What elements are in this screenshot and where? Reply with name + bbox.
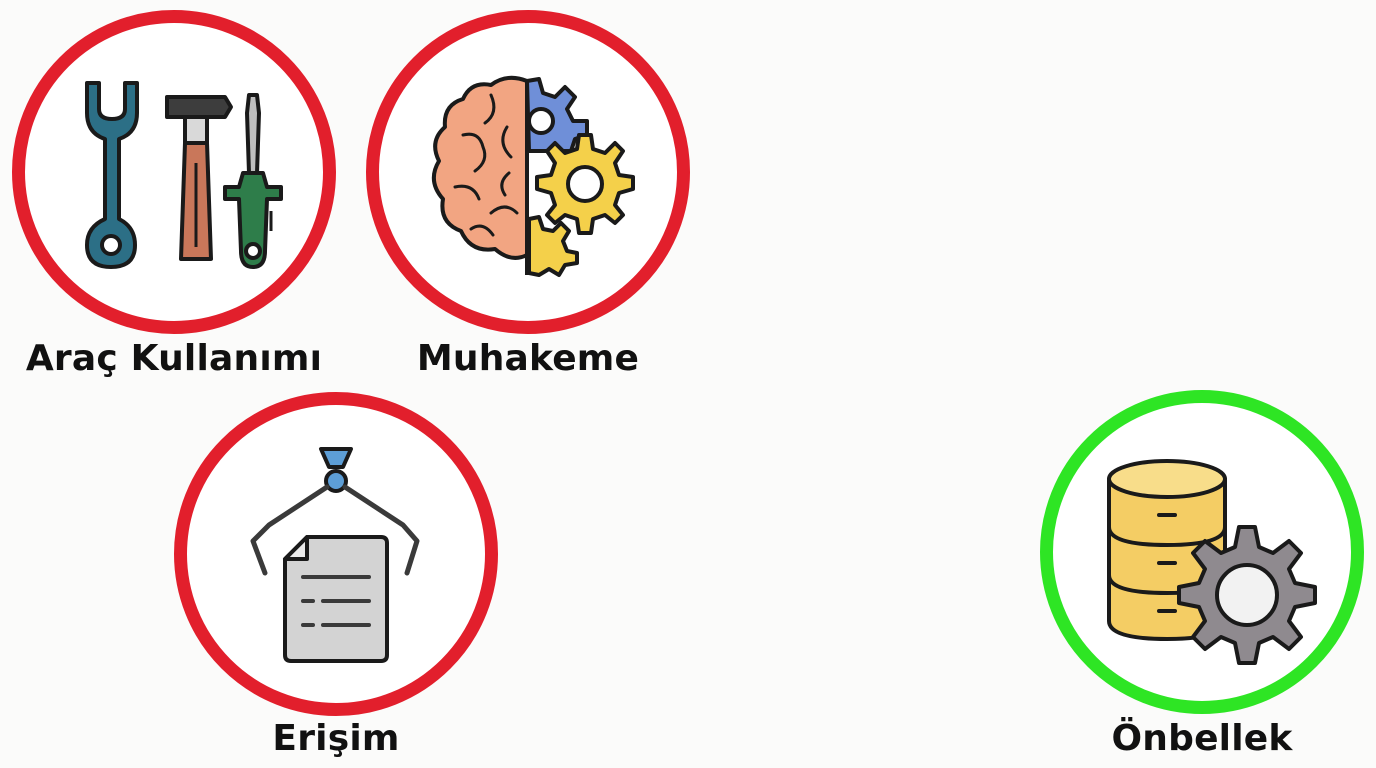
reasoning-label: Muhakeme — [416, 338, 640, 379]
cache-ring — [1040, 390, 1364, 714]
reasoning-ring — [366, 10, 690, 334]
cache-label: Önbellek — [1111, 718, 1293, 759]
brain-gears-icon — [431, 75, 635, 277]
tool-use-ring — [12, 10, 336, 334]
retrieval-label: Erişim — [272, 718, 400, 759]
document-claw-icon — [250, 447, 420, 663]
tool-use-label: Araç Kullanımı — [25, 338, 323, 379]
tools-icon — [85, 81, 283, 269]
retrieval-ring — [174, 392, 498, 716]
database-gear-icon — [1107, 459, 1317, 665]
